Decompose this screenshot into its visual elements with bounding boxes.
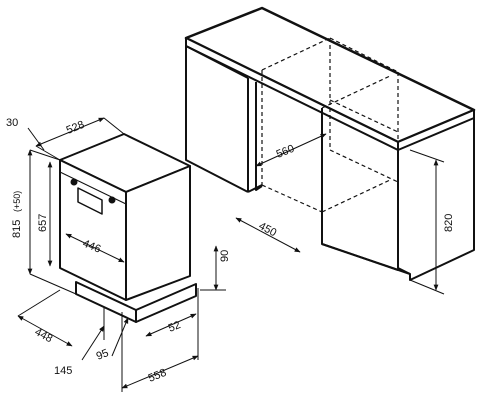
dishwasher <box>59 133 197 323</box>
door-decor-lines <box>59 171 127 301</box>
dim-560: 560 <box>275 143 297 161</box>
dishwasher-side <box>125 165 191 301</box>
dim-450: 450 <box>257 220 279 239</box>
dimension-lines <box>17 117 445 392</box>
hinge-left <box>70 178 78 186</box>
dim-90: 90 <box>219 250 231 262</box>
dim-95: 95 <box>95 347 111 363</box>
dim-820: 820 <box>443 214 455 232</box>
dim-145: 145 <box>54 365 72 377</box>
countertop-side <box>185 37 399 151</box>
right-cabinet-front <box>397 150 411 275</box>
dim-815: 815 <box>11 220 23 238</box>
dim-448: 448 <box>33 326 55 345</box>
dim-30: 30 <box>6 117 18 129</box>
control-panel <box>77 187 103 215</box>
right-cabinet-plinth <box>321 118 475 281</box>
countertop-front <box>397 109 475 151</box>
niche-hidden-lines <box>261 37 399 213</box>
dim-528: 528 <box>65 119 87 137</box>
dim-657: 657 <box>37 214 49 232</box>
dim-815-adjust: (+50) <box>12 191 22 212</box>
dim-52: 52 <box>167 319 183 335</box>
kitchen-cabinet <box>184 6 476 281</box>
left-cabinet-side <box>185 46 249 193</box>
niche-left-wall <box>255 82 263 191</box>
